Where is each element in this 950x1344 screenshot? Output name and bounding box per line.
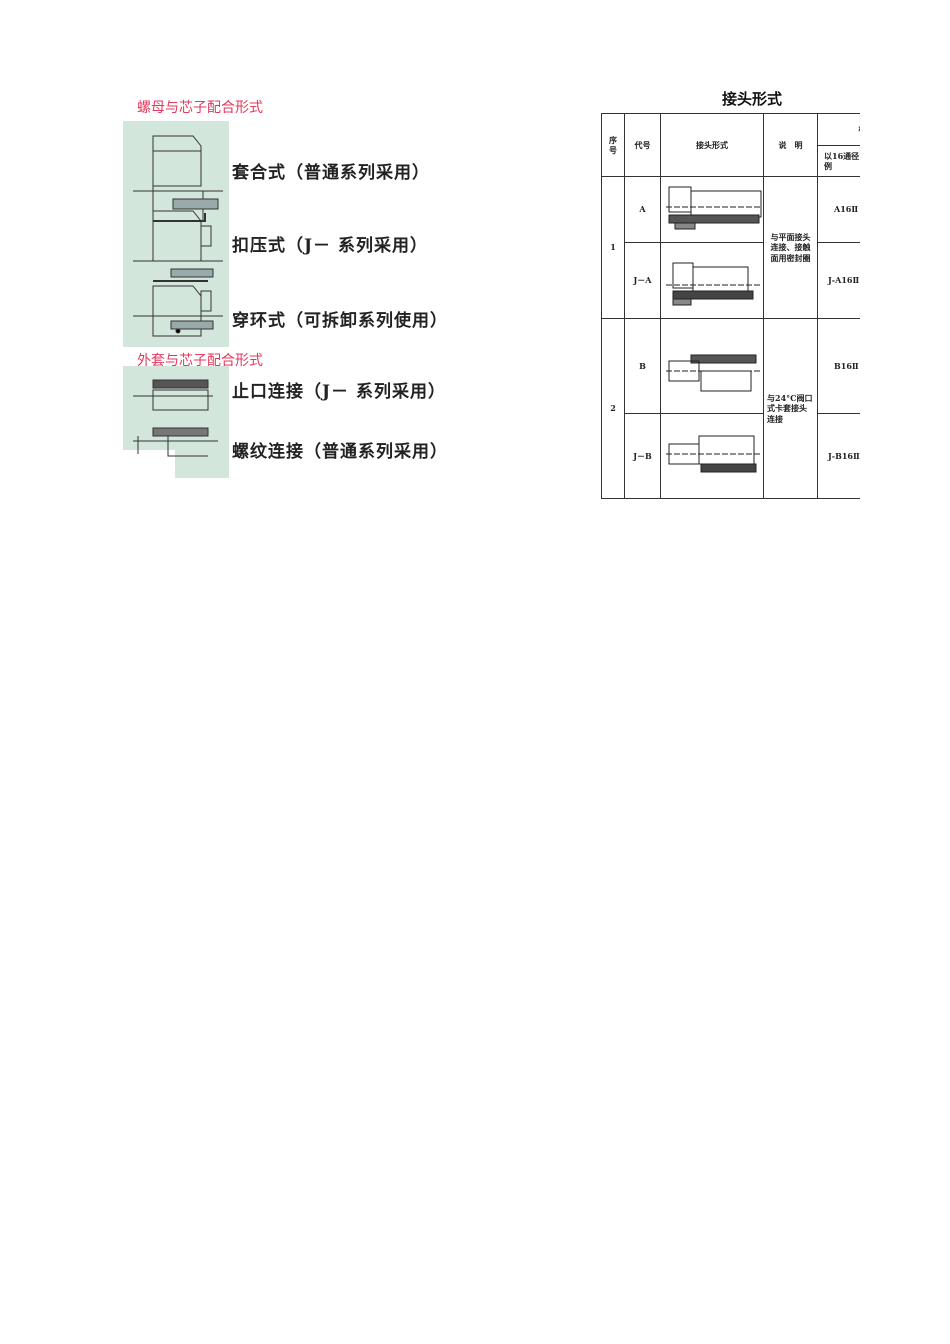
seq-cell: 1 (601, 176, 624, 318)
code-cell: B (624, 318, 660, 413)
section2-item-label: 止口连接（J－ 系列采用） (232, 382, 446, 402)
header-seq: 序号 (601, 113, 624, 176)
section1-item-label: 扣压式（J－ 系列采用） (232, 236, 428, 256)
form-cell (660, 176, 763, 242)
header-mark-example: 以16通径 2层钢编为例 (817, 145, 860, 176)
fitting-jb-drawing (666, 435, 761, 473)
table-title: 接头形式 (722, 90, 783, 108)
fitting-drawings-1 (133, 135, 223, 337)
form-cell (660, 242, 763, 318)
form-cell (660, 318, 763, 413)
seq-cell: 2 (601, 318, 624, 498)
header-code: 代号 (624, 113, 660, 176)
header-form: 接头形式 (660, 113, 763, 176)
desc-cell: 与平面接头连接、接触面用密封圈 (763, 176, 817, 318)
mark-cell: J-B16Ⅱ (817, 413, 860, 498)
mark-cell: J-A16Ⅱ (817, 242, 860, 318)
section1-item-label: 穿环式（可拆卸系列使用） (232, 311, 448, 331)
mark-cell: A16Ⅱ (817, 176, 860, 242)
code-cell: J－B (624, 413, 660, 498)
desc-cell: 与24°C阀口式卡套接头连接 (763, 318, 817, 498)
section2-title: 外套与芯子配合形式 (137, 353, 263, 369)
fitting-ja-drawing (666, 262, 761, 306)
fitting-form-table: 序号 代号 接头形式 说 明 标 以16通径 2层钢编为例 1 A 与平面接头连… (601, 113, 860, 499)
code-cell: J－A (624, 242, 660, 318)
header-mark: 标 (817, 113, 860, 145)
section1-drawing-panel (123, 121, 229, 347)
section2-drawing-panel-ext (175, 450, 229, 478)
section2-item-label: 螺纹连接（普通系列采用） (232, 442, 448, 462)
fitting-b-drawing (666, 354, 761, 392)
code-cell: A (624, 176, 660, 242)
mark-cell: B16Ⅱ (817, 318, 860, 413)
form-cell (660, 413, 763, 498)
section1-title: 螺母与芯子配合形式 (137, 100, 263, 116)
header-desc: 说 明 (763, 113, 817, 176)
fitting-drawings-2 (133, 379, 218, 457)
fitting-a-drawing (666, 186, 762, 230)
section1-item-label: 套合式（普通系列采用） (232, 163, 430, 183)
